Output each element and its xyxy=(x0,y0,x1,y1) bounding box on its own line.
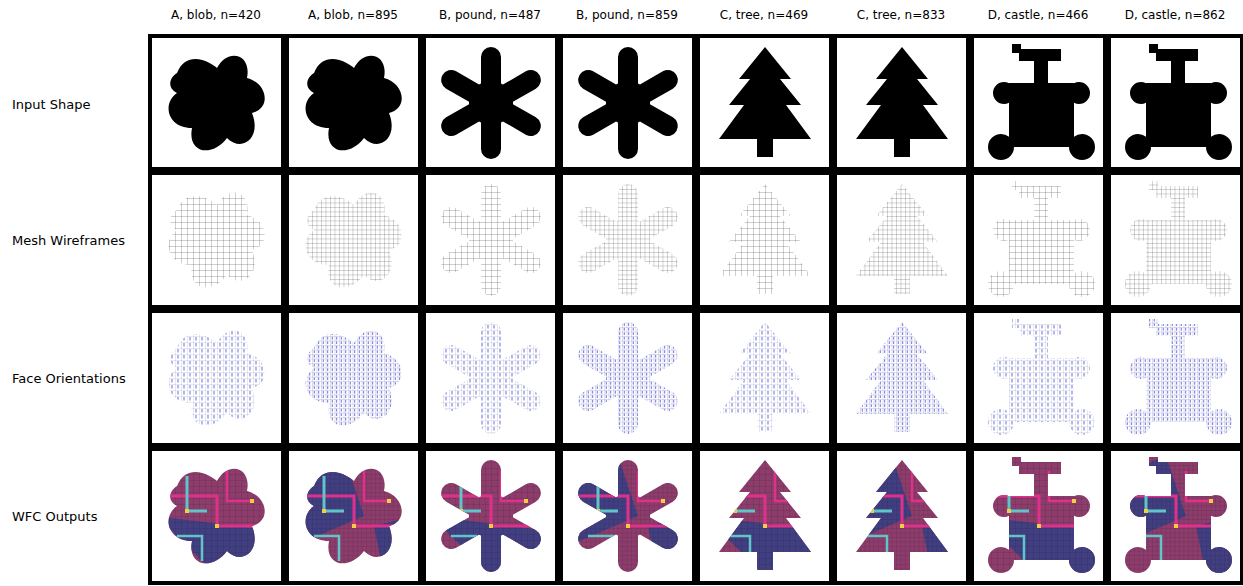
row-label: Mesh Wireframes xyxy=(12,233,125,248)
column-header: B, pound, n=859 xyxy=(576,8,678,22)
row-label: WFC Outputs xyxy=(12,509,97,524)
column-header: C, tree, n=833 xyxy=(857,8,945,22)
column-header: D, castle, n=862 xyxy=(1125,8,1226,22)
column-header: D, castle, n=466 xyxy=(988,8,1089,22)
column-header: B, pound, n=487 xyxy=(439,8,541,22)
cell-frames xyxy=(150,36,1242,583)
column-header: C, tree, n=469 xyxy=(720,8,808,22)
column-header: A, blob, n=420 xyxy=(171,8,261,22)
column-header: A, blob, n=895 xyxy=(308,8,398,22)
row-label: Face Orientations xyxy=(12,371,126,386)
row-label: Input Shape xyxy=(12,97,91,112)
